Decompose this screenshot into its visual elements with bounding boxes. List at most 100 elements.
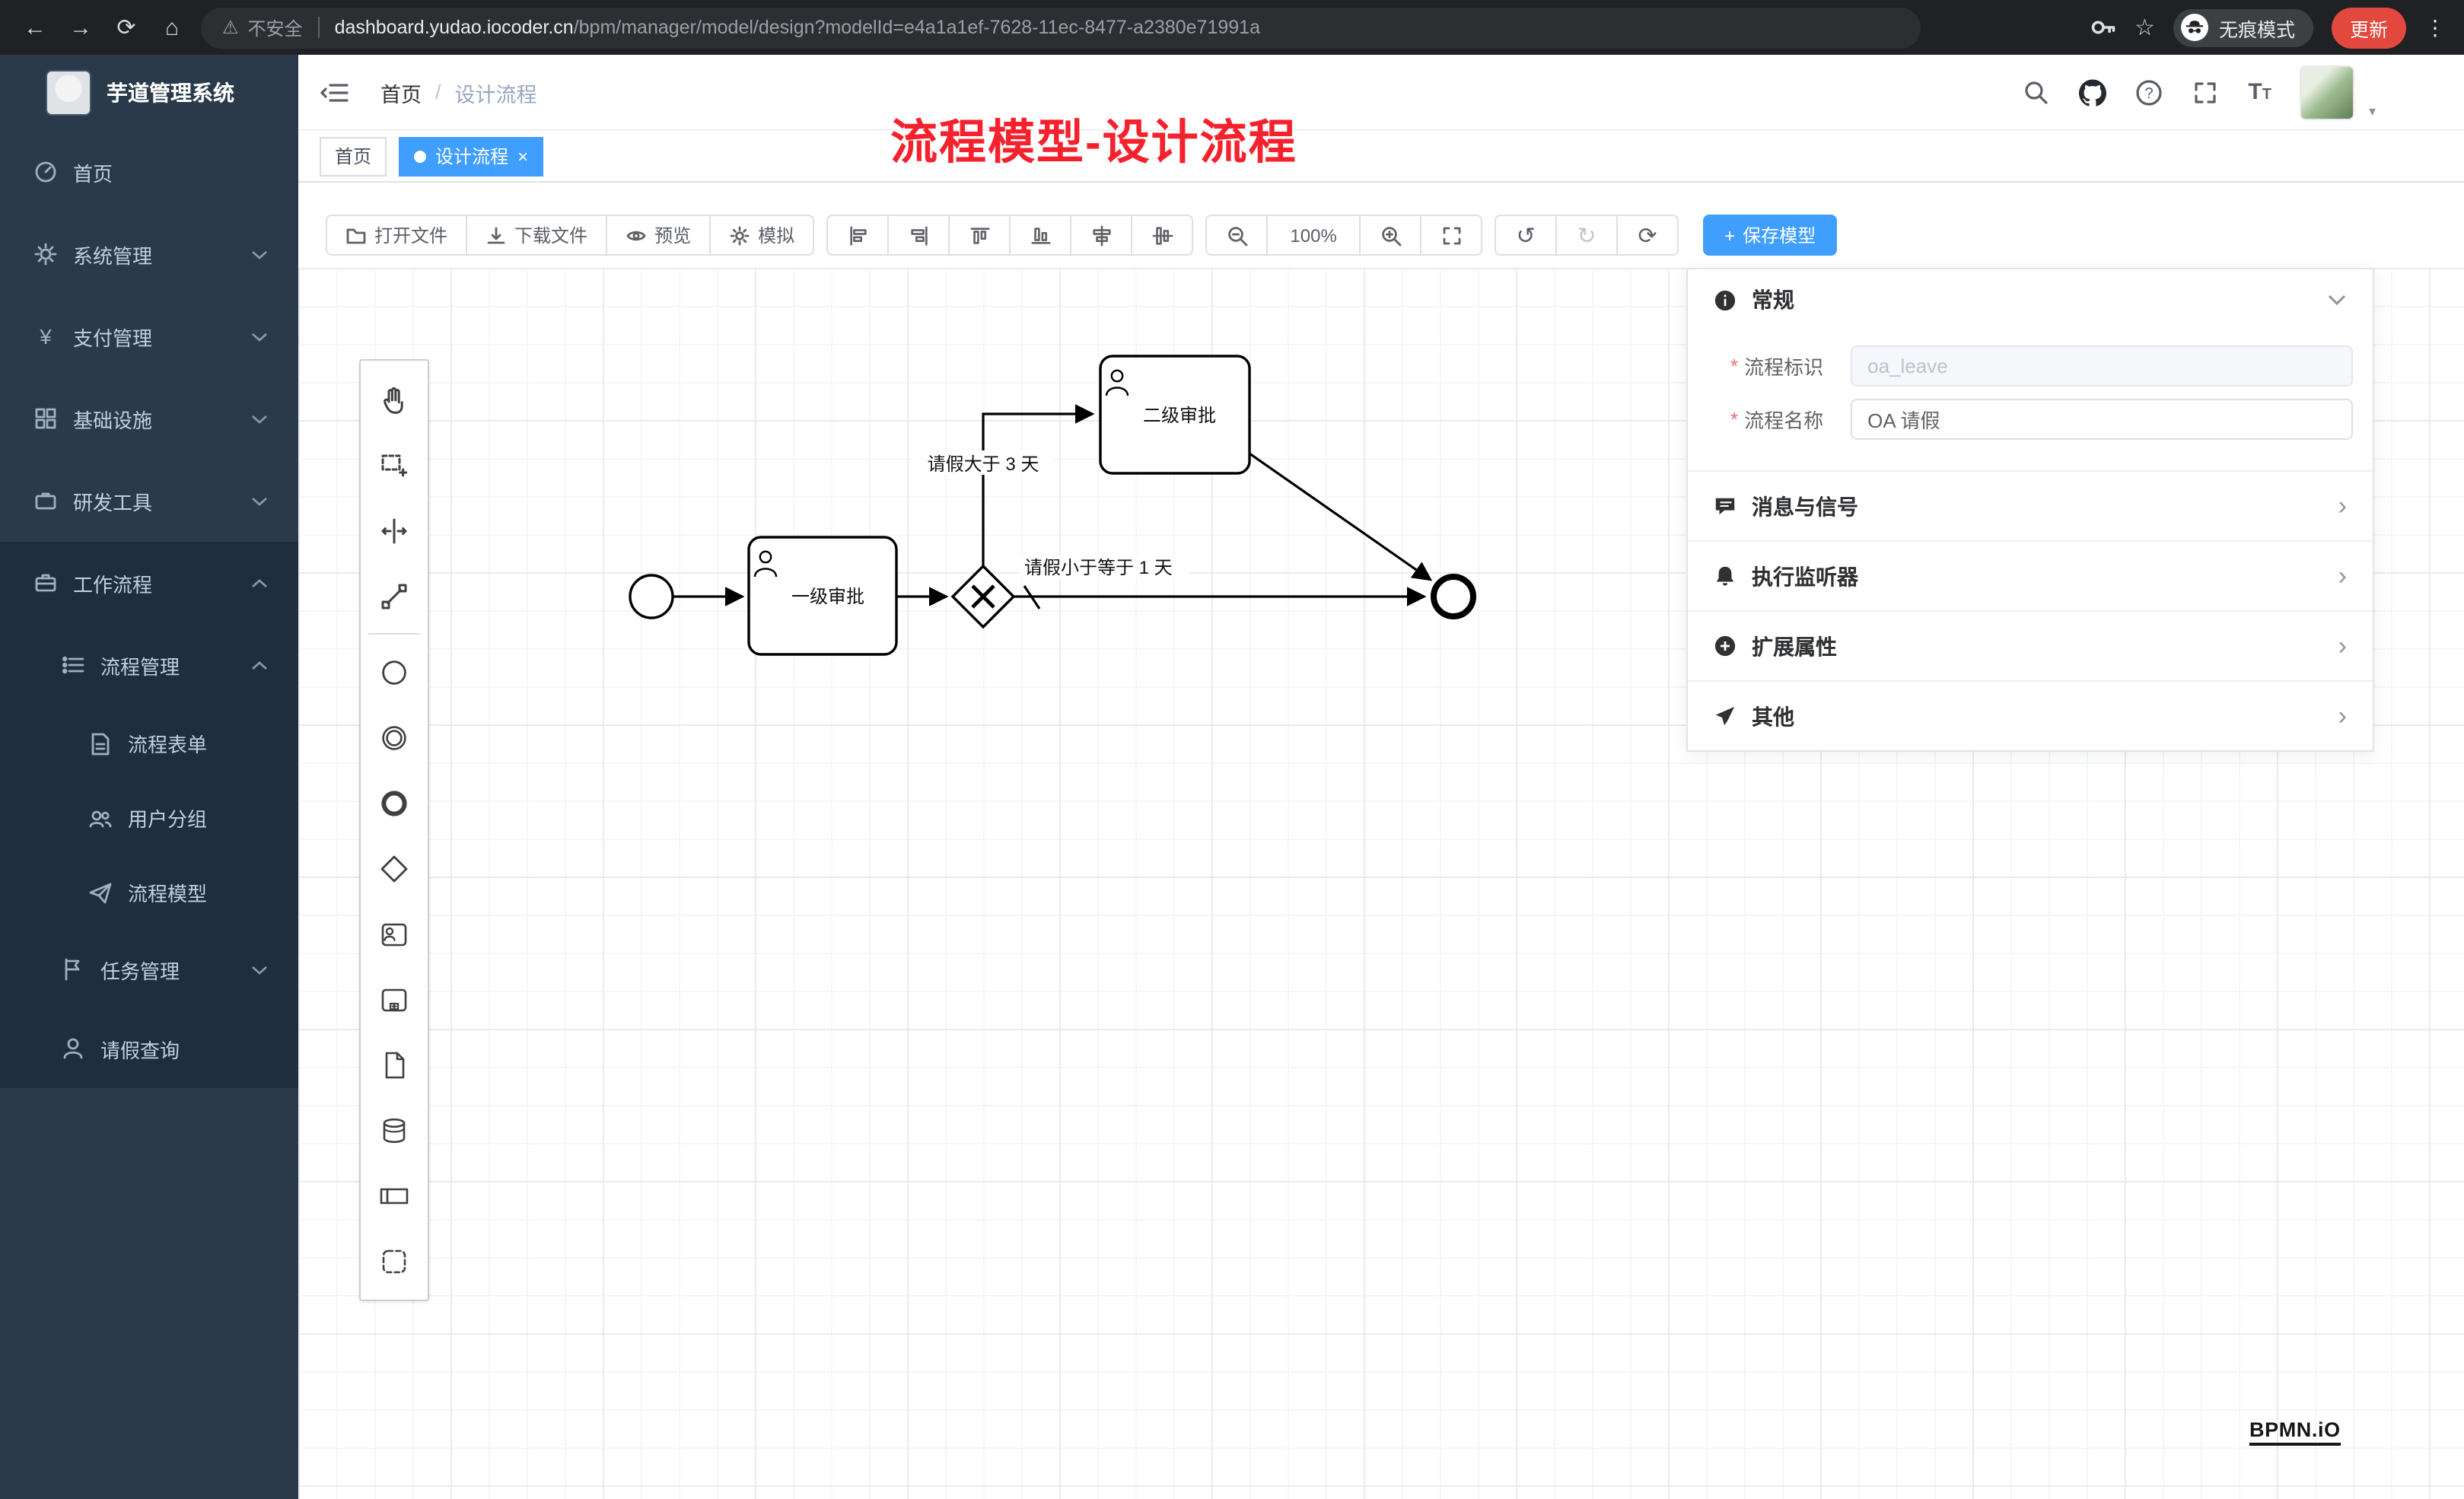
section-execution-listener[interactable]: 执行监听器 › — [1688, 540, 2373, 610]
reload-icon[interactable]: ⟳ — [116, 15, 136, 41]
chevron-right-icon: › — [2338, 702, 2347, 730]
restart-button[interactable]: ⟳ — [1616, 215, 1679, 256]
bell-icon — [1716, 566, 1734, 586]
save-model-button[interactable]: + 保存模型 — [1703, 215, 1838, 256]
zoom-out-button[interactable] — [1205, 215, 1269, 256]
fit-viewport-button[interactable] — [1420, 215, 1483, 256]
create-intermediate-event[interactable] — [359, 705, 429, 770]
hand-tool[interactable] — [359, 367, 429, 432]
simulate-button[interactable]: 模拟 — [709, 215, 815, 256]
help-icon[interactable]: ? — [2135, 78, 2163, 106]
process-name-field: * 流程名称 — [1730, 399, 2373, 440]
home-icon[interactable]: ⌂ — [164, 14, 180, 40]
chevron-up-icon — [252, 660, 267, 670]
tag-home[interactable]: 首页 — [320, 136, 387, 176]
section-other[interactable]: 其他 › — [1688, 680, 2373, 750]
avatar-caret-icon[interactable]: ▾ — [2368, 103, 2376, 119]
chevron-right-icon: › — [2338, 632, 2347, 660]
zoom-in-button[interactable] — [1359, 215, 1422, 256]
address-bar[interactable]: ⚠ 不安全 dashboard.yudao.iocoder.cn/bpm/man… — [201, 7, 1921, 48]
align-top-button[interactable] — [948, 215, 1011, 256]
update-button[interactable]: 更新 — [2331, 7, 2406, 48]
sidebar-item-system[interactable]: 系统管理 — [0, 213, 298, 295]
sidebar-item-process-model[interactable]: 流程模型 — [0, 855, 298, 930]
create-data-store[interactable] — [359, 1097, 429, 1163]
section-message-signal[interactable]: 消息与信号 › — [1688, 470, 2373, 540]
sidebar-item-infra[interactable]: 基础设施 — [0, 377, 298, 460]
sidebar-item-process-mgmt[interactable]: 流程管理 — [0, 624, 298, 706]
section-general[interactable]: 常规 — [1688, 269, 2373, 330]
sidebar-item-leave-query[interactable]: 请假查询 — [0, 1009, 298, 1088]
lasso-tool[interactable] — [359, 432, 429, 498]
group-icon — [382, 1249, 406, 1273]
sidebar-item-task-mgmt[interactable]: 任务管理 — [0, 930, 298, 1009]
align-vcenter-button[interactable] — [1131, 215, 1194, 256]
create-gateway[interactable] — [359, 835, 429, 901]
fontsize-icon[interactable]: TT — [2248, 79, 2271, 105]
fullscreen-icon[interactable] — [2192, 78, 2219, 106]
sidebar-item-user-group[interactable]: 用户分组 — [0, 781, 298, 855]
back-icon[interactable]: ← — [24, 14, 46, 40]
undo-button[interactable]: ↺ — [1495, 215, 1558, 256]
lasso-tool-icon — [381, 454, 408, 476]
required-mark: * — [1730, 408, 1739, 431]
create-data-object[interactable] — [359, 1032, 429, 1097]
breadcrumb-home[interactable]: 首页 — [380, 83, 422, 106]
chevron-right-icon: › — [2338, 492, 2347, 520]
close-icon[interactable]: × — [517, 145, 529, 167]
create-participant[interactable] — [359, 1163, 429, 1228]
space-tool[interactable] — [359, 498, 429, 563]
open-file-button[interactable]: 打开文件 — [326, 215, 468, 256]
sidebar-item-label: 系统管理 — [73, 244, 153, 267]
sidebar-item-process-form[interactable]: 流程表单 — [0, 706, 298, 781]
sidebar-item-label: 用户分组 — [128, 808, 208, 831]
forward-icon[interactable]: → — [69, 14, 92, 40]
sidebar-item-devtools[interactable]: 研发工具 — [0, 460, 298, 542]
browser-nav: ← → ⟳ ⌂ — [0, 14, 201, 41]
create-start-event[interactable] — [359, 639, 429, 705]
kebab-menu-icon[interactable]: ⋮ — [2424, 14, 2446, 39]
tag-design-process[interactable]: 设计流程 × — [399, 136, 544, 176]
sidebar-item-payment[interactable]: ¥ 支付管理 — [0, 295, 298, 377]
bpmn-io-watermark[interactable]: BPMN.iO — [2249, 1418, 2341, 1446]
redo-button[interactable]: ↻ — [1555, 215, 1619, 256]
create-subprocess[interactable] — [359, 966, 429, 1032]
chevron-right-icon: › — [2338, 562, 2347, 590]
button-label: 保存模型 — [1743, 225, 1816, 247]
key-icon[interactable] — [2089, 14, 2116, 41]
align-right-button[interactable] — [887, 215, 950, 256]
section-extended-props[interactable]: 扩展属性 › — [1688, 610, 2373, 680]
align-button-group — [826, 215, 1194, 256]
create-group[interactable] — [359, 1228, 429, 1294]
bookmark-star-icon[interactable]: ☆ — [2135, 15, 2155, 41]
app-header: 首页 / 设计流程 ? TT ▾ — [298, 55, 2464, 131]
app-logo[interactable]: 芋道管理系统 — [0, 55, 298, 131]
github-icon[interactable] — [2079, 78, 2107, 106]
align-bottom-button[interactable] — [1009, 215, 1072, 256]
create-end-event[interactable] — [359, 770, 429, 835]
active-dot — [414, 150, 427, 162]
global-connect-tool[interactable] — [359, 563, 429, 629]
align-hcenter-button[interactable] — [1070, 215, 1133, 256]
sidebar-item-home[interactable]: 首页 — [0, 131, 298, 213]
preview-button[interactable]: 预览 — [606, 215, 712, 256]
bpmn-designer: 请假大于 3 天 请假小于等于 1 天 一级审批 二级审批 — [298, 183, 2464, 1499]
user-avatar[interactable] — [2300, 65, 2355, 119]
flag-icon — [65, 958, 80, 981]
process-name-input[interactable] — [1851, 399, 2354, 440]
create-user-task[interactable] — [359, 901, 429, 966]
data-store-icon — [383, 1117, 406, 1143]
sidebar-fold-icon[interactable] — [320, 80, 350, 104]
app-logo-avatar — [46, 70, 91, 116]
chevron-down-icon — [252, 965, 267, 974]
align-left-button[interactable] — [826, 215, 890, 256]
sidebar-item-label: 请假查询 — [100, 1039, 180, 1061]
download-file-button[interactable]: 下载文件 — [466, 215, 608, 256]
intermediate-event-icon — [382, 725, 406, 750]
properties-panel: 常规 * 流程标识 * 流程名称 消息与信号 › — [1686, 268, 2374, 752]
sidebar-item-workflow[interactable]: 工作流程 — [0, 542, 298, 624]
search-icon[interactable] — [2023, 78, 2050, 106]
plus-circle-icon — [1714, 635, 1736, 657]
end-event-icon — [381, 790, 407, 816]
